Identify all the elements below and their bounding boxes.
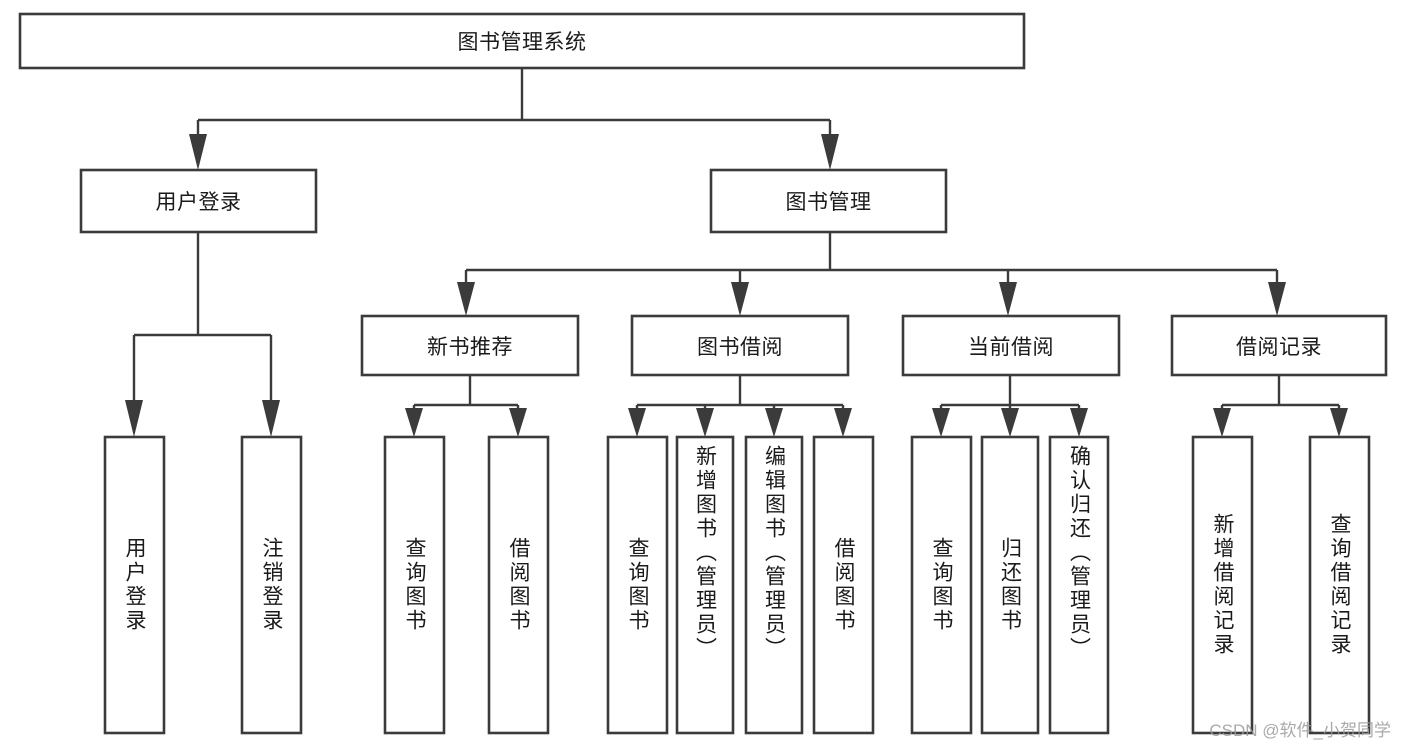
node-new-book-recommend-box[interactable]: [360, 314, 580, 377]
arrowhead-to-current-borrow: [999, 282, 1017, 316]
node-book-manage-box[interactable]: [709, 168, 948, 234]
arrowhead-leaf-current-borrow-3: [1070, 408, 1088, 437]
leaf-box-book-borrow-4[interactable]: [812, 435, 875, 735]
leaf-box-book-borrow-2[interactable]: [675, 435, 735, 735]
arrowhead-to-user-login: [189, 134, 207, 170]
arrowhead-leaf-user-login-1: [125, 400, 143, 437]
leaf-box-borrow-record-2[interactable]: [1308, 435, 1371, 735]
arrowhead-leaf-new-book-1: [405, 408, 423, 437]
leaf-box-book-borrow-1[interactable]: [606, 435, 669, 735]
arrowhead-to-borrow-record: [1268, 282, 1286, 316]
arrowhead-leaf-book-borrow-3: [765, 408, 783, 437]
leaf-box-new-book-2[interactable]: [487, 435, 550, 735]
leaf-box-current-borrow-2[interactable]: [980, 435, 1040, 735]
leaf-box-new-book-1[interactable]: [383, 435, 446, 735]
leaf-box-current-borrow-1[interactable]: [910, 435, 973, 735]
arrowhead-to-book-manage: [821, 134, 839, 170]
arrowhead-to-book-borrow: [731, 282, 749, 316]
arrowhead-leaf-book-borrow-2: [696, 408, 714, 437]
node-book-borrow-box[interactable]: [630, 314, 850, 377]
arrowhead-leaf-current-borrow-1: [932, 408, 950, 437]
leaf-box-current-borrow-3[interactable]: [1048, 435, 1110, 735]
leaf-box-borrow-record-1[interactable]: [1191, 435, 1254, 735]
arrowhead-leaf-user-login-2: [262, 400, 280, 437]
node-current-borrow-box[interactable]: [901, 314, 1121, 377]
node-root-box[interactable]: [18, 12, 1026, 70]
arrowhead-leaf-book-borrow-1: [628, 408, 646, 437]
arrowhead-leaf-borrow-record-2: [1330, 408, 1348, 437]
node-user-login-box[interactable]: [79, 168, 318, 234]
leaf-box-user-login-1[interactable]: [103, 435, 166, 735]
arrowhead-leaf-new-book-2: [509, 408, 527, 437]
node-borrow-record-box[interactable]: [1170, 314, 1388, 377]
arrowhead-to-new-book: [457, 282, 475, 316]
arrowhead-leaf-book-borrow-4: [834, 408, 852, 437]
leaf-box-user-login-2[interactable]: [240, 435, 303, 735]
arrowhead-leaf-borrow-record-1: [1213, 408, 1231, 437]
arrowhead-leaf-current-borrow-2: [1001, 408, 1019, 437]
leaf-box-book-borrow-3[interactable]: [744, 435, 804, 735]
